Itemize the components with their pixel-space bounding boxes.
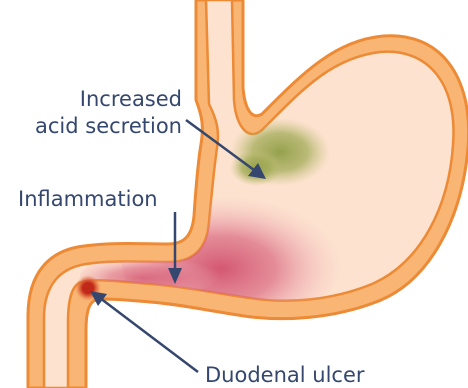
ulcer-pointer-line bbox=[100, 298, 198, 372]
acid-secretion-label-line-2: acid secretion bbox=[10, 113, 182, 140]
duodenal-ulcer-label: Duodenal ulcer bbox=[205, 362, 365, 388]
acid-secretion-label: Increased acid secretion bbox=[10, 86, 182, 140]
inflammation-label: Inflammation bbox=[18, 186, 158, 213]
acid-secretion-label-line-1: Increased bbox=[10, 86, 182, 113]
